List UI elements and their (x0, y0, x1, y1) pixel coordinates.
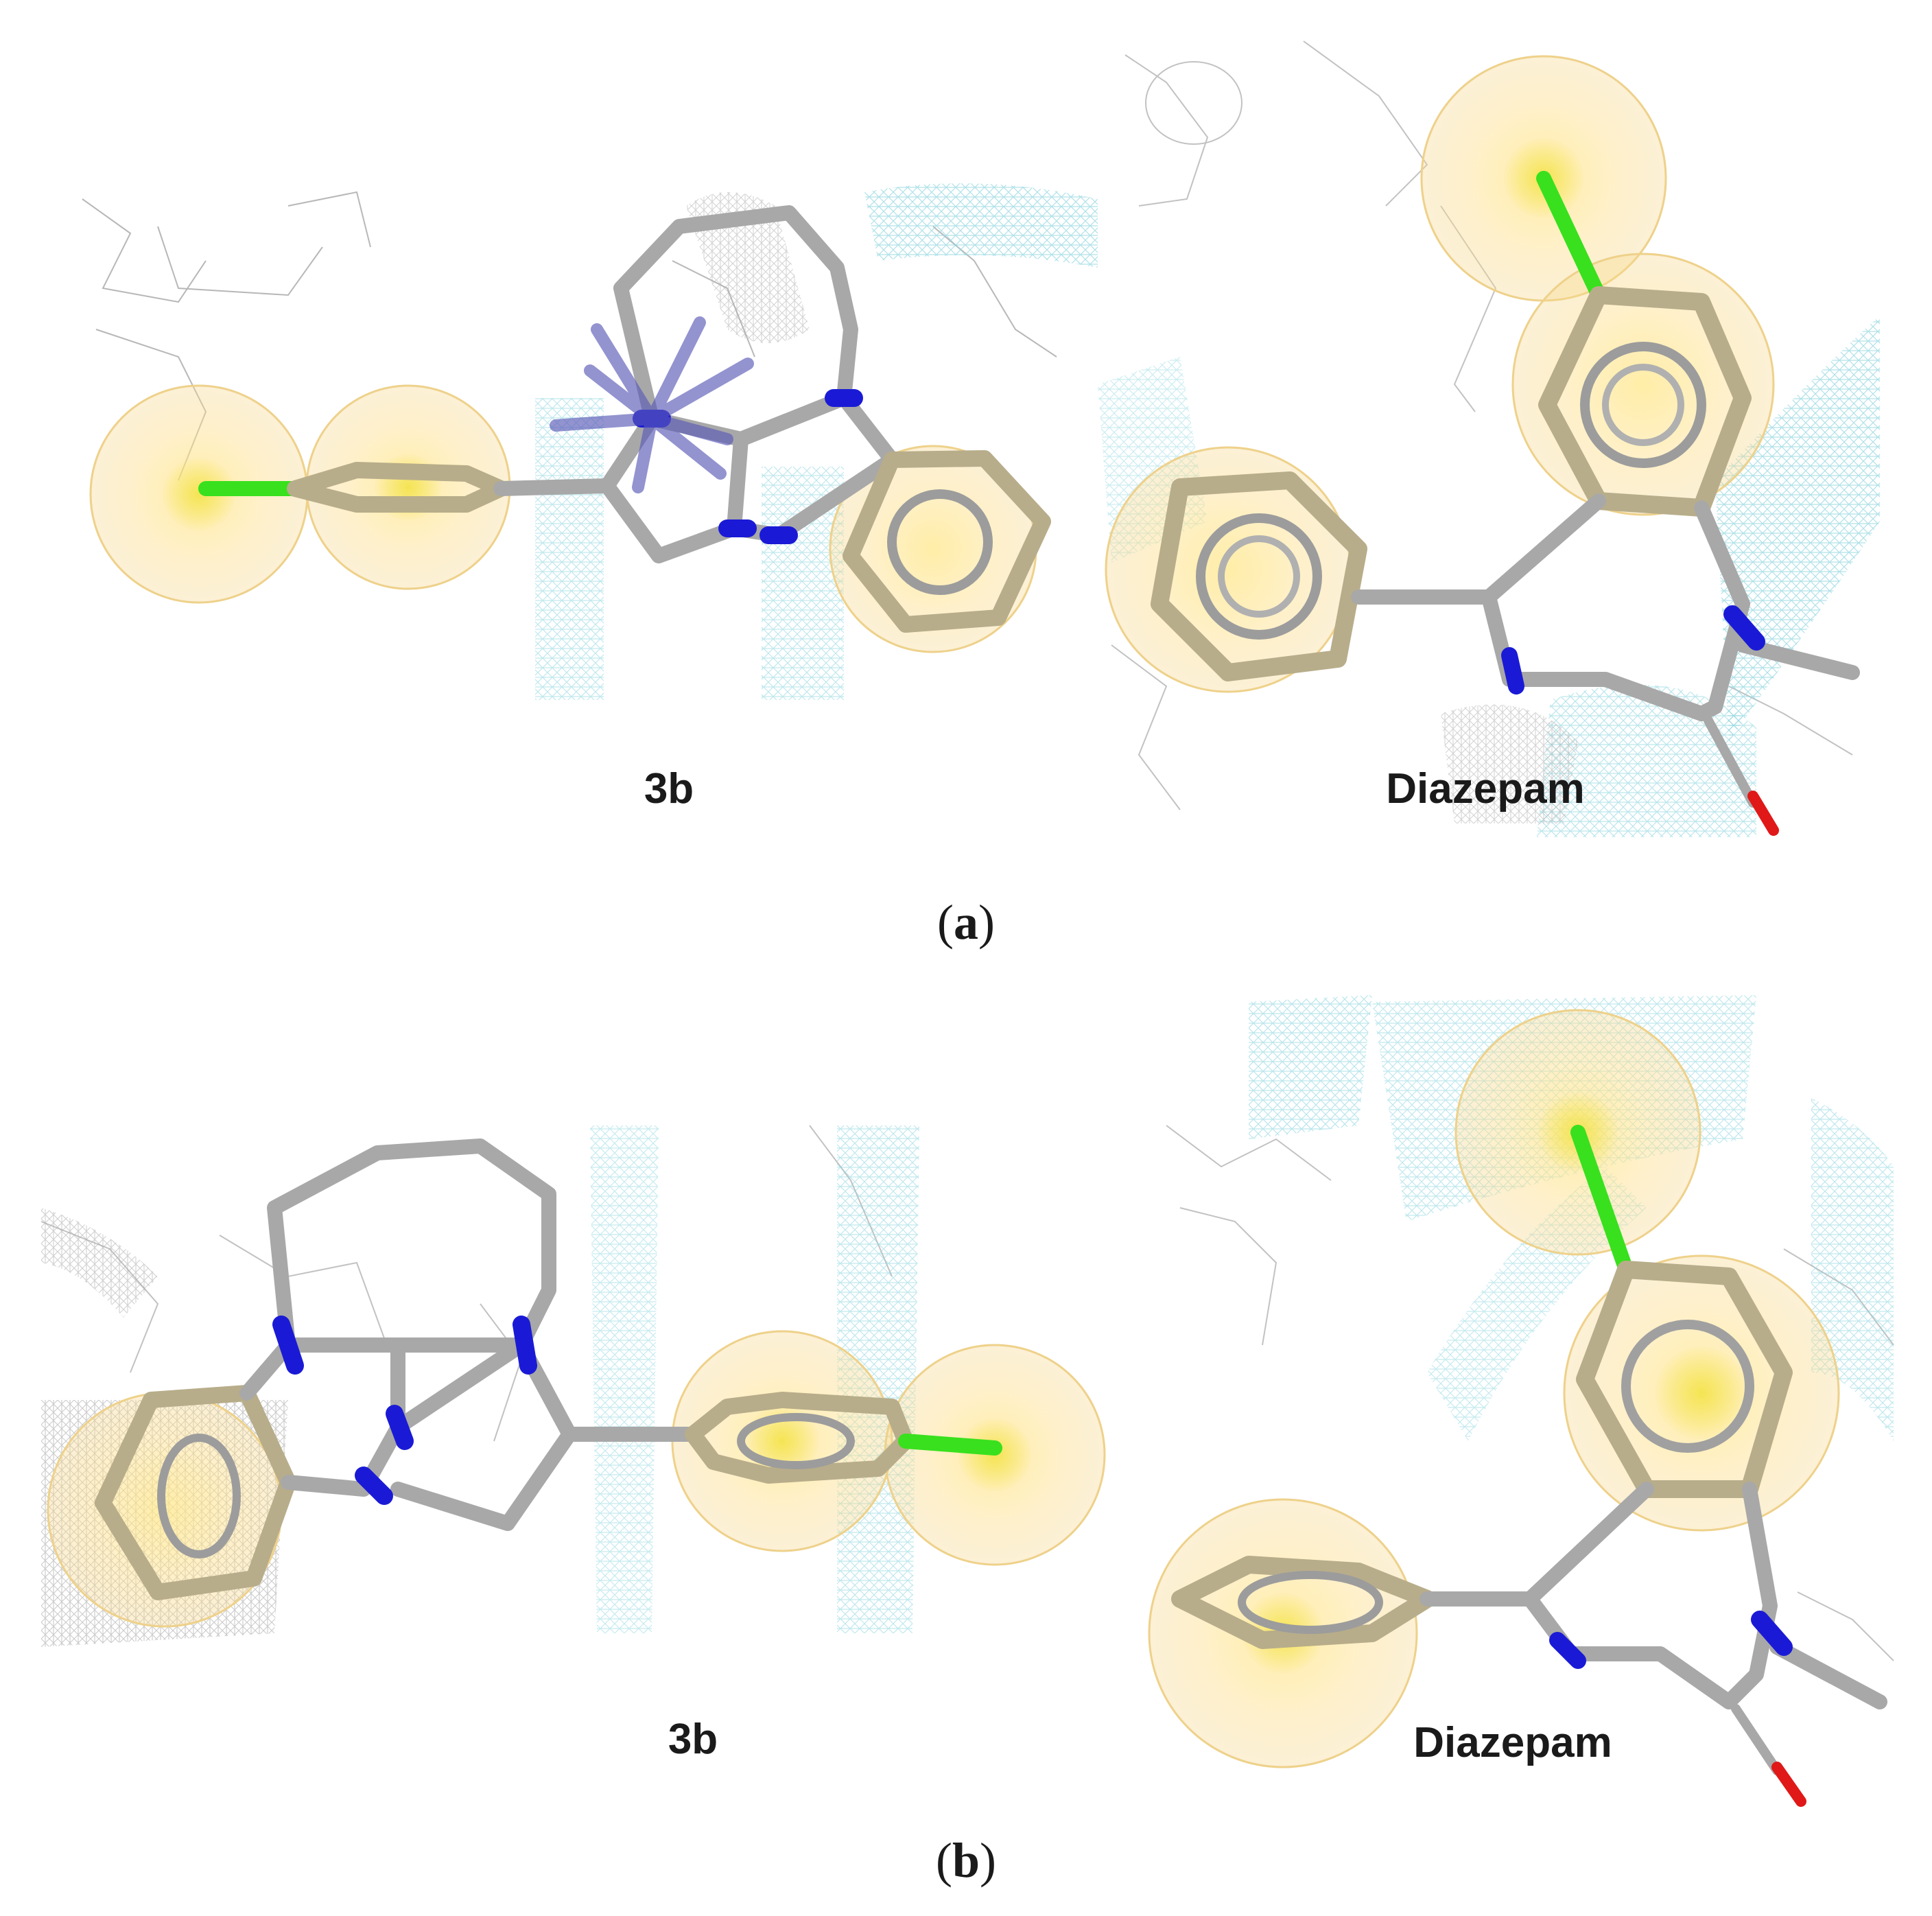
bond (1721, 1482, 1778, 1709)
bond (267, 1138, 556, 1353)
molecule-diazepam (1171, 1125, 1887, 1807)
panel-b: 3b (40, 995, 1894, 1888)
protein-mesh (686, 192, 810, 343)
nitrogen-bond (1751, 1611, 1793, 1656)
oxygen-bond (1747, 791, 1779, 836)
aromatic-ring (1602, 364, 1684, 446)
protein-mesh (1441, 704, 1578, 823)
aromatic-ring (157, 1434, 241, 1558)
panel-b-diazepam-label: Diazepam (1413, 1719, 1612, 1766)
aromatic-ring (1151, 471, 1367, 681)
panel-a-3b-view: 3b (55, 178, 1098, 813)
panel-a-diazepam-label: Diazepam (1386, 765, 1584, 813)
carbonyl-bond (1731, 1704, 1782, 1775)
bond (493, 478, 615, 496)
aromatic-ring (737, 1413, 855, 1469)
aromatic-ring (843, 450, 1051, 633)
panel-a: 3b (55, 40, 1880, 950)
protein-mesh (590, 1125, 659, 1633)
nitrogen-bond (355, 1467, 393, 1505)
panel-a-diazepam-view: Diazepam (1098, 40, 1880, 837)
nitrogen-bond (272, 1316, 304, 1375)
nitrogen-bond (513, 1316, 537, 1375)
oxygen-bond (1771, 1762, 1806, 1807)
bond (390, 1337, 577, 1531)
aromatic-ring (1218, 535, 1300, 618)
h-bond-donor-burst (550, 316, 754, 493)
aromatic-ring (1196, 513, 1322, 640)
protein-mesh (535, 398, 604, 700)
hydrophobic-sphere (1653, 1345, 1750, 1441)
panel-b-diazepam-view: Diazepam (1148, 995, 1894, 1807)
nitrogen-bond (1723, 605, 1765, 651)
aromatic-ring (1621, 1320, 1754, 1453)
panel-a-3b-label: 3b (644, 765, 694, 813)
chlorine-bond (1570, 1125, 1634, 1277)
aromatic-ring (1238, 1571, 1383, 1634)
nitrogen-bond (386, 1405, 414, 1450)
bond (239, 1337, 405, 1497)
chlorine-bond (898, 1434, 1002, 1456)
bond (613, 205, 858, 447)
chlorine-bond (1536, 171, 1606, 303)
protein-mesh (1249, 995, 1372, 1139)
hydrophobic-sphere (161, 456, 237, 532)
panel-b-letter: (b) (936, 1833, 996, 1888)
panel-a-letter: (a) (937, 895, 995, 950)
nitrogen-bond (1549, 1632, 1586, 1669)
bond (1769, 1639, 1887, 1709)
carbonyl-bond (1704, 716, 1758, 808)
protein-mesh (864, 183, 1098, 268)
protein-mesh (41, 1208, 158, 1318)
molecule-diazepam (1151, 171, 1860, 836)
bond (1735, 638, 1860, 680)
protein-wireframe (82, 191, 1057, 481)
bond (1694, 500, 1750, 721)
panel-b-3b-view: 3b (40, 1125, 1106, 1763)
molecule-3b (95, 1138, 1002, 1600)
nitrogen-bond (1501, 647, 1524, 694)
aromatic-ring (887, 489, 993, 595)
aromatic-ring (1580, 342, 1706, 468)
panel-b-3b-label: 3b (668, 1716, 718, 1763)
protein-mesh (1537, 684, 1756, 837)
